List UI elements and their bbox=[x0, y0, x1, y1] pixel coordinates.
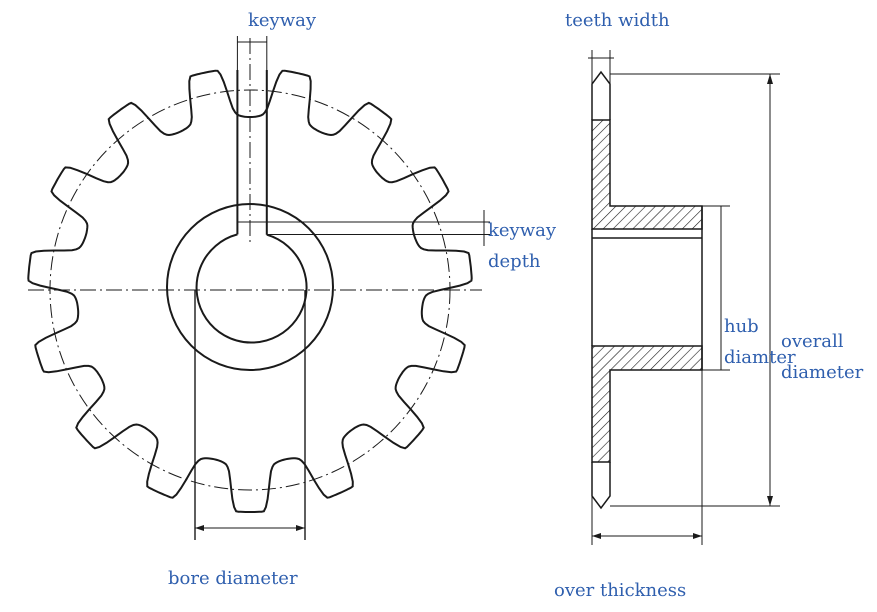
plate-section-upper bbox=[591, 119, 703, 230]
tooth-tip-top bbox=[591, 70, 611, 120]
keyway-label: keyway bbox=[248, 10, 317, 31]
tooth-tip-bottom bbox=[591, 462, 611, 510]
thickness-arrow-left bbox=[592, 533, 601, 539]
overall-arrow-top bbox=[767, 74, 773, 84]
bore-region bbox=[591, 229, 702, 346]
overall-diameter-label-line2: diameter bbox=[781, 362, 864, 383]
front-view bbox=[27, 36, 490, 540]
hub-diameter-label-line2: diamter bbox=[724, 347, 796, 368]
keyway-depth-label-line2: depth bbox=[488, 251, 541, 272]
hub-circle bbox=[166, 203, 334, 371]
overall-diameter-label-line1: overall bbox=[781, 331, 844, 352]
over-thickness-label: over thickness bbox=[554, 580, 687, 601]
thickness-arrow-right bbox=[693, 533, 702, 539]
bore-arrow-left bbox=[195, 525, 204, 531]
overall-arrow-bottom bbox=[767, 496, 773, 506]
sprocket-outline bbox=[27, 69, 473, 513]
teeth-width-label: teeth width bbox=[565, 10, 670, 31]
plate-section-lower bbox=[591, 345, 703, 463]
bore-diameter-label: bore diameter bbox=[168, 568, 298, 589]
bore-arrow-right bbox=[296, 525, 305, 531]
hub-diameter-label-line1: hub bbox=[724, 316, 759, 337]
keyway-slot bbox=[236, 70, 268, 235]
side-view bbox=[588, 50, 780, 545]
bore-outline bbox=[195, 233, 308, 344]
keyway-depth-label-line1: keyway bbox=[488, 220, 557, 241]
